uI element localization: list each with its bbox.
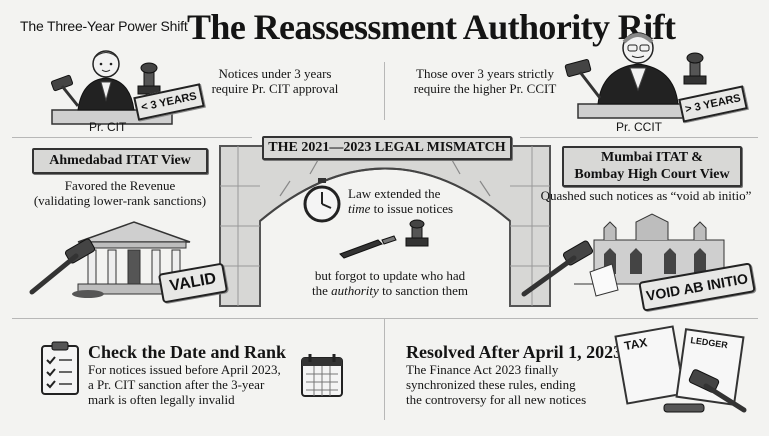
horizontal-divider-bottom [12, 318, 758, 319]
top-left-caption-line1: Notices under 3 years [218, 66, 332, 81]
top-right-caption: Those over 3 years strictly require the … [400, 66, 570, 96]
ahmedabad-view-desc: Favored the Revenue (validating lower-ra… [20, 178, 220, 208]
time-note-line2-rest: to issue notices [370, 201, 454, 216]
authority-emphasis: authority [331, 283, 379, 298]
top-left-caption: Notices under 3 years require Pr. CIT ap… [200, 66, 350, 96]
authority-prefix: the [312, 283, 332, 298]
horizontal-divider-top-left [12, 137, 252, 138]
horizontal-divider-top-right [520, 137, 758, 138]
gavel-icon-bottom [663, 369, 747, 413]
stone-arch-illustration [219, 140, 551, 307]
mumbai-view-desc: Quashed such notices as “void ab initio” [540, 188, 752, 203]
pr-ccit-label: Pr. CCIT [616, 120, 663, 134]
authority-note-line2: the authority to sanction them [290, 283, 490, 298]
resolved-heading: Resolved After April 1, 2023 [406, 342, 623, 362]
resolved-line3: the controversy for all new notices [406, 392, 587, 407]
resolved-body: The Finance Act 2023 finally synchronize… [406, 362, 616, 407]
mumbai-title-line2: Bombay High Court View [574, 167, 730, 182]
ahmedabad-desc-line2: (validating lower-rank sanctions) [33, 193, 207, 208]
tax-document-label: TAX [623, 335, 649, 354]
pr-cit-label: Pr. CIT [89, 120, 127, 134]
page-title: The Reassessment Authority Rift [187, 7, 676, 47]
pr-ccit-figure [564, 32, 707, 119]
ledger-document-label: LEDGER [689, 335, 729, 351]
time-note-line1: Law extended the [348, 186, 441, 201]
pr-cit-figure [50, 50, 173, 125]
mumbai-view-title: Mumbai ITAT & Bombay High Court View [562, 146, 742, 187]
vertical-divider-top [384, 62, 385, 120]
vertical-divider-bottom [384, 318, 385, 420]
calendar-icon [301, 354, 343, 397]
authority-note: but forgot to update who had the authori… [290, 268, 490, 298]
checklist-icon [41, 341, 79, 395]
gavel-icon-right [521, 240, 619, 297]
top-right-caption-line1: Those over 3 years strictly [416, 66, 554, 81]
stopwatch-icon [303, 178, 341, 223]
check-date-line2: a Pr. CIT sanction after the 3-year [88, 377, 265, 392]
time-emphasis: time [348, 201, 371, 216]
time-note-line2: time to issue notices [348, 201, 488, 216]
authority-note-line1: but forgot to update who had [314, 268, 466, 283]
mumbai-title-line1: Mumbai ITAT & [601, 150, 703, 165]
legal-mismatch-banner: THE 2021—2023 LEGAL MISMATCH [262, 136, 512, 160]
check-date-line1: For notices issued before April 2023, [88, 362, 281, 377]
top-left-caption-line2: require Pr. CIT approval [211, 81, 339, 96]
top-right-caption-line2: require the higher Pr. CCIT [413, 81, 557, 96]
header-kicker: The Three-Year Power Shift [20, 18, 188, 34]
resolved-line2: synchronized these rules, ending [406, 377, 576, 392]
ahmedabad-desc-line1: Favored the Revenue [64, 178, 176, 193]
check-date-heading: Check the Date and Rank [88, 342, 287, 362]
gavel-icon-left [29, 238, 104, 298]
check-date-line3: mark is often legally invalid [88, 392, 235, 407]
time-note: Law extended the time to issue notices [348, 186, 488, 216]
authority-suffix: to sanction them [378, 283, 468, 298]
courthouse-illustration [77, 221, 191, 295]
pen-and-stamp-icon [339, 219, 429, 259]
check-date-body: For notices issued before April 2023, a … [88, 362, 308, 407]
ahmedabad-view-title: Ahmedabad ITAT View [32, 148, 208, 174]
resolved-line1: The Finance Act 2023 finally [406, 362, 559, 377]
